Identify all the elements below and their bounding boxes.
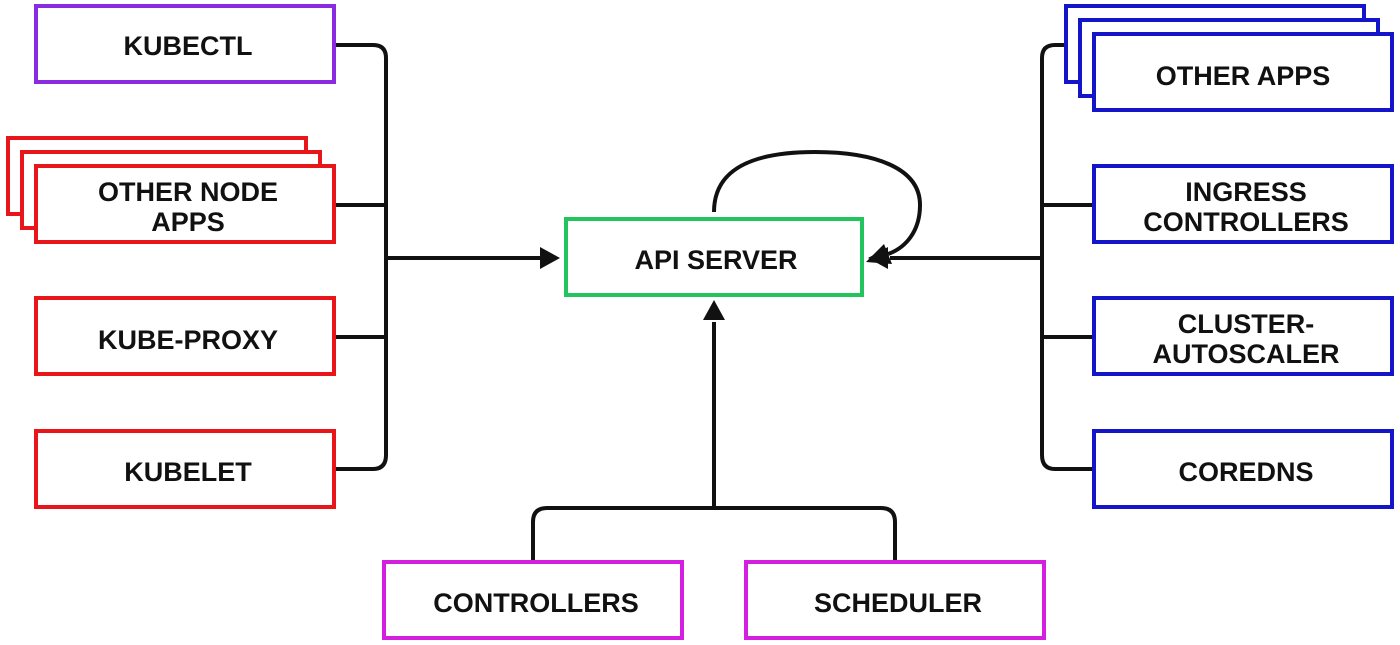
bottom-arrowhead — [703, 300, 725, 320]
scheduler-node: SCHEDULER — [744, 560, 1046, 640]
kubelet-label: KUBELET — [124, 457, 252, 487]
left-arrowhead — [540, 247, 560, 269]
other-node-apps-node: OTHER NODE APPS — [6, 136, 336, 244]
kubectl-node: KUBECTL — [34, 4, 336, 84]
autoscaler-label-line1: CLUSTER- — [1178, 309, 1315, 339]
api-server-self-loop — [712, 149, 923, 256]
arrowheads — [540, 244, 892, 320]
connectors — [334, 43, 1093, 560]
scheduler-label: SCHEDULER — [814, 588, 982, 618]
other-node-apps-label-line2: APPS — [151, 207, 225, 237]
coredns-node: COREDNS — [1092, 429, 1394, 509]
right-bus-line — [1040, 43, 1093, 471]
other-apps-node: OTHER APPS — [1064, 4, 1394, 112]
kubectl-label: KUBECTL — [124, 31, 253, 61]
other-apps-label: OTHER APPS — [1156, 61, 1331, 91]
autoscaler-label-line2: AUTOSCALER — [1152, 339, 1339, 369]
left-bus-line — [334, 43, 388, 471]
loop-arrowhead — [866, 244, 892, 264]
ingress-label-line1: INGRESS — [1185, 177, 1307, 207]
coredns-label: COREDNS — [1178, 457, 1313, 487]
cluster-autoscaler-node: CLUSTER- AUTOSCALER — [1092, 296, 1394, 376]
ingress-controllers-node: INGRESS CONTROLLERS — [1092, 164, 1394, 244]
kube-proxy-label: KUBE-PROXY — [98, 325, 278, 355]
controllers-label: CONTROLLERS — [433, 588, 639, 618]
other-node-apps-box — [34, 164, 336, 244]
kube-proxy-node: KUBE-PROXY — [34, 296, 336, 376]
bottom-bus-line — [531, 506, 897, 560]
ingress-label-line2: CONTROLLERS — [1143, 207, 1349, 237]
api-server-node: API SERVER — [564, 217, 864, 297]
kubelet-node: KUBELET — [34, 429, 336, 509]
other-apps-box — [1092, 32, 1394, 112]
controllers-node: CONTROLLERS — [382, 560, 684, 640]
other-node-apps-label-line1: OTHER NODE — [98, 177, 278, 207]
api-server-label: API SERVER — [634, 245, 797, 275]
